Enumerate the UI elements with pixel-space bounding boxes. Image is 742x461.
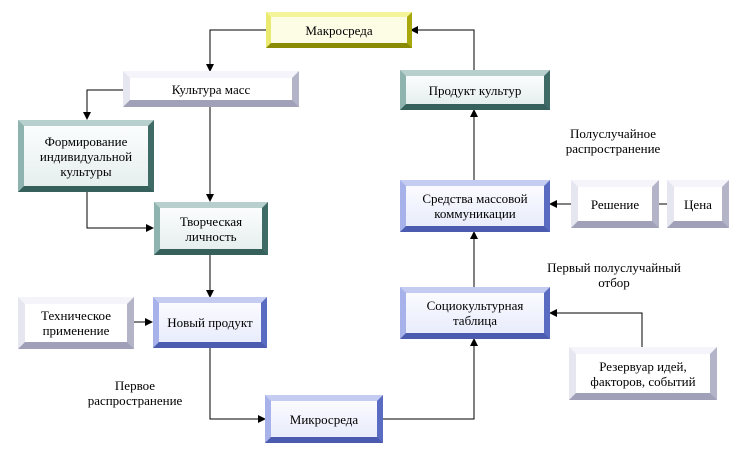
- label-first-distribution-line2: распространение: [87, 393, 183, 408]
- label-first-semi-random-selection: Первый полуслучайный отбор: [534, 260, 694, 290]
- label-semi-random-distribution: Полуслучайное распространение: [548, 126, 678, 156]
- node-mass-media: Средства массовой коммуникации: [400, 180, 550, 232]
- node-creative-person: Творческая личность: [154, 202, 268, 255]
- node-mass-culture-label: Культура масс: [171, 81, 251, 97]
- label-first-selection-line2: отбор: [598, 275, 630, 290]
- label-first-distribution-line1: Первое: [114, 378, 156, 393]
- node-individual-culture: Формирование индивидуальной культуры: [18, 120, 154, 192]
- node-individual-culture-line3: культуры: [60, 163, 112, 179]
- label-first-selection-line1: Первый полуслучайный: [547, 260, 681, 275]
- node-decision-label: Решение: [590, 196, 640, 212]
- node-sociocultural-table: Социокультурная таблица: [400, 287, 550, 339]
- node-mass-media-line2: коммуникации: [434, 206, 516, 221]
- arrow-micro-to-sociocultural: [382, 338, 478, 420]
- node-micro-label: Микросреда: [289, 411, 359, 427]
- arrow-new-product-to-micro: [209, 348, 266, 423]
- label-first-distribution: Первое распространение: [70, 378, 200, 408]
- arrow-mass-culture-to-individual: [83, 89, 124, 120]
- node-new-product: Новый продукт: [153, 297, 267, 348]
- node-sociocultural-line1: Социокультурная: [426, 298, 524, 313]
- node-price: Цена: [667, 180, 729, 228]
- arrow-reservoir-to-sociocultural: [549, 309, 643, 347]
- node-individual-culture-line2: индивидуальной: [39, 148, 133, 164]
- node-price-label: Цена: [684, 196, 712, 212]
- node-mass-media-line1: Средства массовой: [422, 191, 528, 206]
- node-creative-person-line1: Творческая: [179, 213, 243, 229]
- node-reservoir: Резервуар идей, факторов, событий: [569, 347, 717, 400]
- label-semi-random-line1: Полуслучайное: [569, 126, 657, 141]
- arrow-product-to-macro: [410, 26, 475, 70]
- node-micro-environment: Микросреда: [265, 395, 383, 443]
- node-product-culture: Продукт культур: [400, 70, 550, 110]
- node-product-culture-label: Продукт культур: [428, 82, 522, 98]
- arrow-individual-to-creative: [86, 192, 154, 232]
- node-individual-culture-line1: Формирование: [44, 133, 128, 149]
- node-macro-environment: Макросреда: [266, 12, 412, 48]
- node-mass-culture: Культура масс: [123, 71, 299, 107]
- node-tech-application-line2: применение: [42, 323, 110, 338]
- arrow-macro-to-mass-culture: [206, 29, 267, 72]
- node-tech-application-line1: Техническое: [41, 308, 111, 323]
- node-macro-label: Макросреда: [305, 22, 373, 38]
- node-reservoir-line1: Резервуар идей,: [599, 358, 687, 374]
- label-semi-random-line2: распространение: [565, 141, 661, 156]
- node-decision: Решение: [571, 180, 659, 228]
- node-technical-application: Техническое применение: [18, 297, 134, 349]
- node-reservoir-line2: факторов, событий: [590, 373, 696, 389]
- node-creative-person-line2: личность: [185, 228, 237, 244]
- node-new-product-label: Новый продукт: [167, 315, 253, 330]
- node-sociocultural-line2: таблица: [452, 313, 498, 328]
